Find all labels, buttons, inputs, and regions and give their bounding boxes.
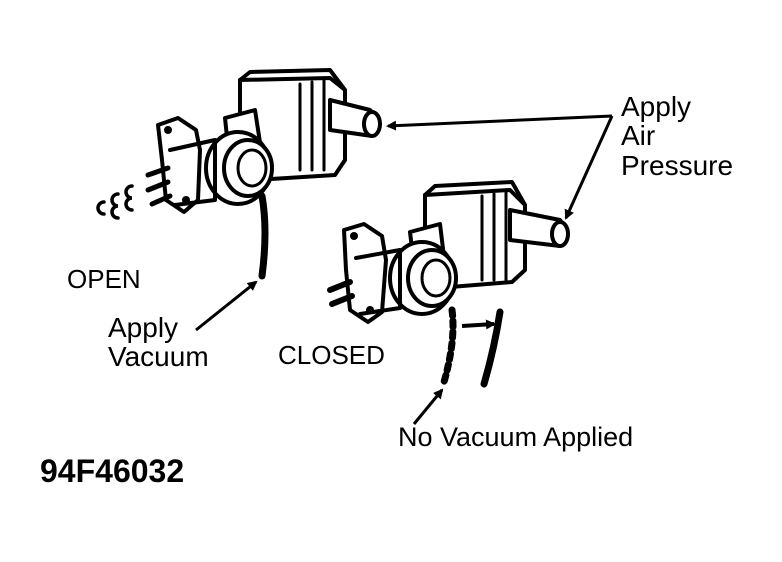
arrow-hose-move — [461, 319, 496, 330]
label-line: Air — [621, 120, 656, 152]
arrow-vacuum — [195, 280, 258, 332]
label-line: Apply — [621, 91, 692, 122]
label-line: Vacuum — [108, 341, 209, 373]
air-flow-puffs — [96, 184, 134, 220]
figure-id: 94F46032 — [40, 453, 185, 489]
label-line: Pressure — [621, 149, 734, 181]
no-vacuum-applied-label: No Vacuum Applied — [398, 422, 634, 452]
apply-air-pressure-label: Apply Air Pressure — [621, 91, 734, 181]
label-line: Apply — [108, 312, 179, 343]
valve-closed — [327, 180, 570, 388]
arrow-air-lower — [564, 115, 614, 220]
open-label: OPEN — [67, 264, 141, 294]
callout-arrows — [195, 114, 614, 425]
arrow-no-vacuum — [412, 388, 444, 425]
arrow-air-upper — [386, 114, 613, 131]
apply-vacuum-label: Apply Vacuum — [108, 313, 209, 372]
closed-label: CLOSED — [278, 340, 385, 370]
valve-open — [145, 68, 382, 280]
